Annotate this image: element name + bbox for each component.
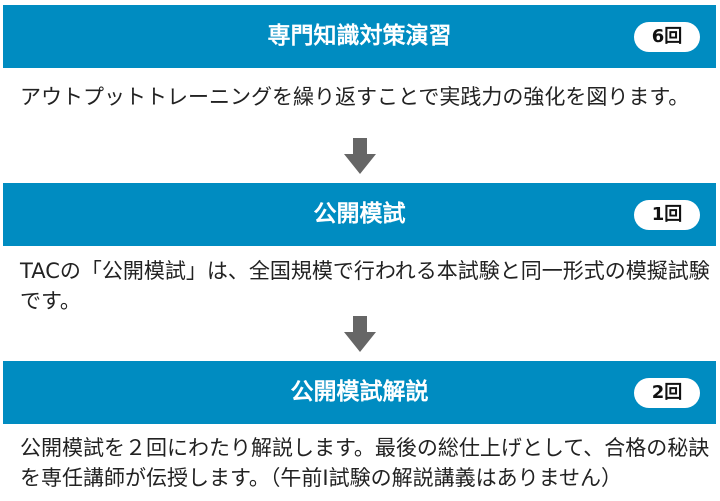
session-count-badge: 1回 xyxy=(634,200,700,230)
down-arrow-icon xyxy=(344,138,376,174)
step-description: アウトプットトレーニングを繰り返すことで実践力の強化を図ります。 xyxy=(20,85,690,109)
step-3-banner: 公開模試解説 2回 xyxy=(3,361,716,424)
down-arrow-icon xyxy=(344,316,376,352)
session-count-badge: 6回 xyxy=(634,22,700,52)
step-2-banner: 公開模試 1回 xyxy=(3,183,716,246)
step-title: 公開模試解説 xyxy=(290,379,429,405)
session-count-badge: 2回 xyxy=(634,378,700,408)
step-description: TACの「公開模試」は、全国規模で行われる本試験と同一形式の模擬試験です。 xyxy=(20,259,710,313)
step-title: 公開模試 xyxy=(313,201,406,227)
step-title: 専門知識対策演習 xyxy=(267,23,452,49)
step-description: 公開模試を２回にわたり解説します。最後の総仕上げとして、合格の秘訣を専任講師が伝… xyxy=(20,436,710,490)
step-1-banner: 専門知識対策演習 6回 xyxy=(3,5,716,68)
